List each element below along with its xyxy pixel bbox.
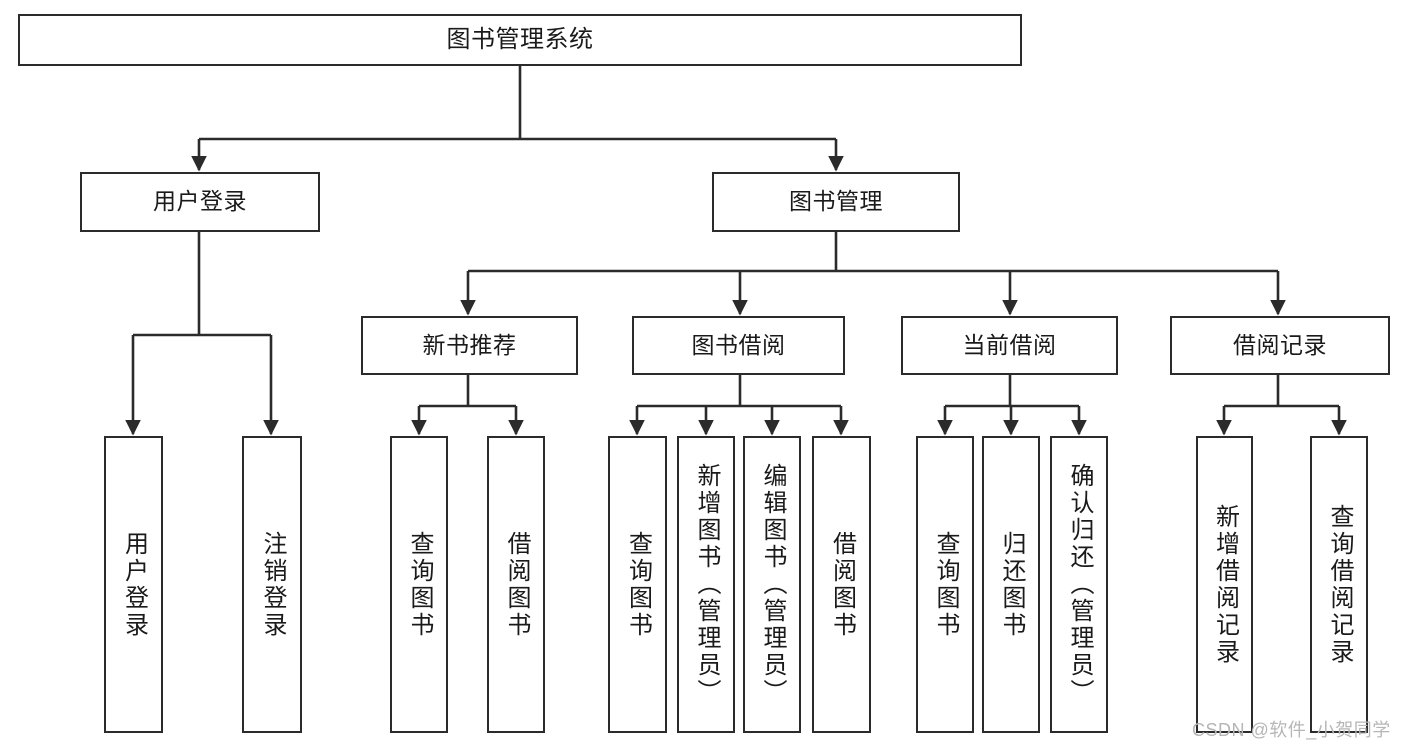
node-borrow-record[interactable]: 借阅记录 [1170,316,1390,375]
node-root[interactable]: 图书管理系统 [18,14,1022,66]
leaf-logout[interactable]: 注销登录 [242,436,302,733]
leaf-borrow-book-a[interactable]: 借阅图书 [487,436,545,733]
leaf-user-login[interactable]: 用户登录 [104,436,163,733]
leaf-edit-book-admin[interactable]: 编辑图书（管理员） [743,436,801,733]
leaf-edit-book-admin-label: 编辑图书（管理员） [759,463,786,706]
leaf-user-login-label: 用户登录 [120,530,148,639]
leaf-query-book-b[interactable]: 查询图书 [608,436,667,733]
leaf-add-book-admin-label: 新增图书（管理员） [693,463,720,706]
node-user-login[interactable]: 用户登录 [80,172,320,232]
leaf-query-book-c[interactable]: 查询图书 [916,436,974,733]
node-user-login-label: 用户登录 [153,188,247,215]
leaf-confirm-return-admin[interactable]: 确认归还（管理员） [1050,436,1108,733]
node-new-book-recommend[interactable]: 新书推荐 [361,316,578,375]
csdn-watermark: CSDN @软件_小贺同学 [1192,720,1391,740]
node-current-borrow-label: 当前借阅 [962,331,1057,358]
leaf-borrow-book-b[interactable]: 借阅图书 [812,436,871,733]
leaf-query-borrow-record-label: 查询借阅记录 [1326,503,1353,666]
node-borrow-record-label: 借阅记录 [1233,331,1327,358]
leaf-logout-label: 注销登录 [259,530,286,639]
leaf-confirm-return-admin-label: 确认归还（管理员） [1066,463,1093,706]
leaf-add-borrow-record-label: 新增借阅记录 [1211,503,1239,666]
leaf-query-book-a[interactable]: 查询图书 [390,436,448,733]
leaf-return-book[interactable]: 归还图书 [982,436,1040,733]
leaf-return-book-label: 归还图书 [998,530,1025,639]
leaf-add-borrow-record[interactable]: 新增借阅记录 [1196,436,1253,733]
node-book-management[interactable]: 图书管理 [712,172,960,232]
node-book-management-label: 图书管理 [789,188,883,215]
leaf-query-book-a-label: 查询图书 [406,530,433,639]
leaf-add-book-admin[interactable]: 新增图书（管理员） [677,436,735,733]
leaf-query-book-b-label: 查询图书 [624,530,652,639]
leaf-query-borrow-record[interactable]: 查询借阅记录 [1310,436,1368,733]
leaf-query-book-c-label: 查询图书 [932,530,959,639]
node-book-borrow[interactable]: 图书借阅 [632,316,845,375]
node-root-label: 图书管理系统 [446,25,594,53]
leaf-borrow-book-b-label: 借阅图书 [828,530,856,639]
node-new-book-recommend-label: 新书推荐 [422,331,517,358]
leaf-borrow-book-a-label: 借阅图书 [503,530,530,639]
node-book-borrow-label: 图书借阅 [691,331,786,358]
node-current-borrow[interactable]: 当前借阅 [901,316,1118,375]
